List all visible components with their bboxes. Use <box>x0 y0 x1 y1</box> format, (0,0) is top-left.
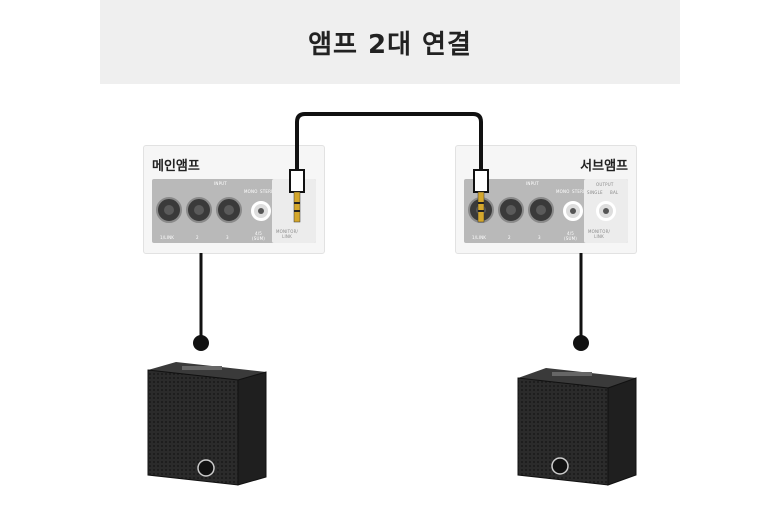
jack-plug-icon <box>473 169 489 223</box>
sub-input-label: INPUT <box>526 181 539 186</box>
sub-ch45-jack <box>563 201 583 221</box>
sub-ch2-label: 2 <box>508 235 511 240</box>
sub-ch3-jack <box>528 197 554 223</box>
link-cable <box>295 112 483 178</box>
main-monitor-label: MONITOR/ LINK <box>276 229 299 239</box>
main-ch1-jack <box>156 197 182 223</box>
sub-amp-panel: 서브앰프 INPUT MONO STEREO 1/LINK 2 3 4/5 (S… <box>455 145 637 254</box>
sub-amp-jack-panel: INPUT MONO STEREO 1/LINK 2 3 4/5 (SUM) O… <box>464 179 628 243</box>
sub-output-box: OUTPUT SINGLE BAL MONITOR/ LINK <box>584 179 628 243</box>
sub-amp-label: 서브앰프 <box>580 159 628 174</box>
main-ch2-label: 2 <box>196 235 199 240</box>
sub-ch3-label: 3 <box>538 235 541 240</box>
main-ch2-jack <box>186 197 212 223</box>
main-stereo-label: STEREO <box>260 189 278 194</box>
sub-ch2-jack <box>498 197 524 223</box>
title-bar: 앰프 2대 연결 <box>100 0 680 84</box>
yamaha-logo-icon <box>197 459 215 477</box>
jack-plug-icon <box>289 169 305 223</box>
sub-mono-label: MONO <box>556 189 570 194</box>
main-ch45-label: 4/5 (SUM) <box>252 231 266 241</box>
page-title: 앰프 2대 연결 <box>308 29 472 60</box>
main-leader-dot <box>193 335 209 351</box>
main-mono-label: MONO <box>244 189 258 194</box>
sub-bal-label: BAL <box>610 190 619 195</box>
sub-ch1-label: 1/LINK <box>472 235 487 240</box>
main-ch45-jack <box>251 201 271 221</box>
main-ch1-label: 1/LINK <box>160 235 175 240</box>
main-amp-jack-panel: INPUT MONO STEREO 1/LINK 2 3 4/5 (SUM) M… <box>152 179 316 243</box>
main-amp-label: 메인앰프 <box>152 159 200 174</box>
sub-speaker-icon <box>517 368 637 486</box>
main-speaker-icon <box>147 362 267 486</box>
main-ch3-label: 3 <box>226 235 229 240</box>
main-ch3-jack <box>216 197 242 223</box>
sub-ch45-label: 4/5 (SUM) <box>564 231 578 241</box>
sub-output-jack <box>596 201 616 221</box>
sub-output-label: OUTPUT <box>596 182 614 187</box>
yamaha-logo-icon <box>551 457 569 475</box>
sub-monitor-label: MONITOR/ LINK <box>588 229 611 239</box>
sub-stereo-label: STEREO <box>572 189 590 194</box>
main-input-label: INPUT <box>214 181 227 186</box>
sub-leader-dot <box>573 335 589 351</box>
sub-single-label: SINGLE <box>587 190 603 195</box>
